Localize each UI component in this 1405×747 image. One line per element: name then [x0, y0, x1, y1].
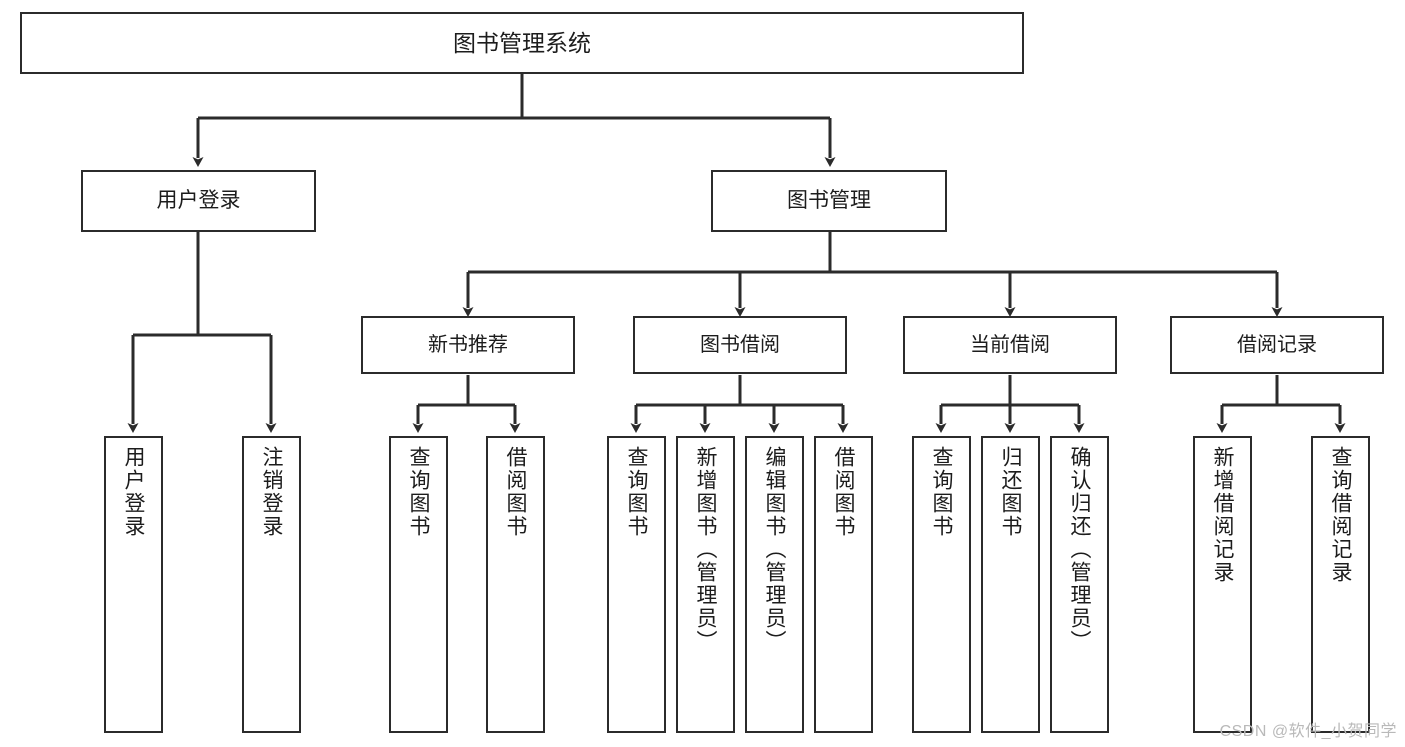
node-leaf-user-login[interactable]: 用户登录 — [104, 436, 163, 733]
node-leaf-logout[interactable]: 注销登录 — [242, 436, 301, 733]
node-borrowing-records[interactable]: 借阅记录 — [1170, 316, 1384, 374]
node-label: 查询借阅记录 — [1329, 446, 1352, 584]
node-label: 借阅记录 — [1237, 333, 1317, 356]
node-label: 当前借阅 — [970, 333, 1050, 356]
node-book-borrowing[interactable]: 图书借阅 — [633, 316, 847, 374]
node-label: 用户登录 — [122, 446, 145, 538]
node-new-book-recommendation[interactable]: 新书推荐 — [361, 316, 575, 374]
node-label: 查询图书 — [930, 446, 953, 538]
node-label: 查询图书 — [407, 446, 430, 538]
node-label: 借阅图书 — [832, 446, 855, 538]
node-label: 图书管理 — [787, 188, 871, 212]
node-label: 编辑图书（管理员） — [763, 446, 786, 653]
node-current-borrowing[interactable]: 当前借阅 — [903, 316, 1117, 374]
node-label: 查询图书 — [625, 446, 648, 538]
node-book-management[interactable]: 图书管理 — [711, 170, 947, 232]
node-label: 新书推荐 — [428, 333, 508, 356]
node-leaf-borrow-book[interactable]: 借阅图书 — [814, 436, 873, 733]
node-leaf-confirm-return-admin[interactable]: 确认归还（管理员） — [1050, 436, 1109, 733]
node-leaf-return-book[interactable]: 归还图书 — [981, 436, 1040, 733]
node-label: 归还图书 — [999, 446, 1022, 538]
node-label: 新增图书（管理员） — [694, 446, 717, 653]
node-root-book-management-system[interactable]: 图书管理系统 — [20, 12, 1024, 74]
node-user-login[interactable]: 用户登录 — [81, 170, 316, 232]
node-label: 借阅图书 — [504, 446, 527, 538]
node-leaf-query-borrow-record[interactable]: 查询借阅记录 — [1311, 436, 1370, 733]
node-leaf-query-book-new[interactable]: 查询图书 — [389, 436, 448, 733]
node-label: 新增借阅记录 — [1211, 446, 1234, 584]
node-label: 用户登录 — [156, 188, 241, 212]
node-leaf-edit-book-admin[interactable]: 编辑图书（管理员） — [745, 436, 804, 733]
node-label: 注销登录 — [260, 446, 283, 538]
node-label: 图书借阅 — [700, 333, 780, 356]
node-leaf-add-book-admin[interactable]: 新增图书（管理员） — [676, 436, 735, 733]
node-label: 确认归还（管理员） — [1068, 446, 1091, 653]
node-label: 图书管理系统 — [453, 29, 591, 56]
csdn-watermark: CSDN @软件_小贺同学 — [1219, 723, 1397, 740]
node-leaf-add-borrow-record[interactable]: 新增借阅记录 — [1193, 436, 1252, 733]
node-leaf-query-book-current[interactable]: 查询图书 — [912, 436, 971, 733]
node-leaf-query-book-borrow[interactable]: 查询图书 — [607, 436, 666, 733]
node-leaf-borrow-book-new[interactable]: 借阅图书 — [486, 436, 545, 733]
